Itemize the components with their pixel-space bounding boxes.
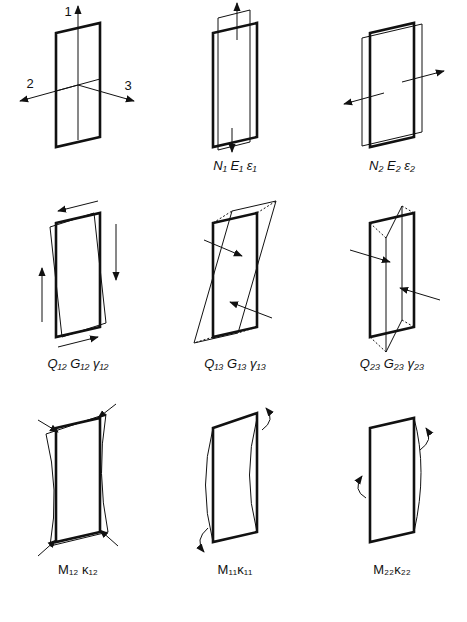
axis-number: 3: [124, 79, 131, 93]
dotted-line: [370, 223, 386, 238]
load-arrow: [204, 240, 242, 256]
panel-caption: M₁₂ κ₁₂: [58, 563, 98, 577]
axis-arrow: [78, 6, 79, 140]
sheet: [213, 213, 257, 337]
deformed-sheet: [50, 213, 106, 337]
shear-12-panel: [42, 201, 116, 347]
sheet: [56, 213, 100, 337]
dotted-line: [402, 320, 414, 327]
panel-caption: M₂₂κ₂₂: [373, 563, 411, 577]
tension-1-panel: [213, 3, 257, 152]
moment-arrow: [262, 408, 270, 430]
moment-arrow: [200, 528, 208, 552]
panel-caption: Q₁₂ G₁₂ γ₁₂: [47, 357, 108, 371]
sheet: [213, 413, 257, 542]
dotted-line: [402, 206, 414, 213]
tension-2-panel: [344, 23, 444, 147]
load-arrow: [100, 530, 118, 546]
bending-11-panel: [200, 408, 270, 552]
sheet: [370, 23, 414, 147]
dotted-line: [194, 337, 213, 343]
load-arrow: [237, 3, 238, 40]
dotted-line: [370, 337, 386, 352]
load-arrow: [230, 302, 272, 318]
panel-caption: Q₁₃ G₁₃ γ₁₃: [204, 357, 266, 371]
axis-number: 2: [26, 77, 33, 91]
load-arrow: [38, 540, 56, 556]
sheet: [370, 418, 414, 542]
deformed-sheet: [194, 201, 276, 343]
load-arrow: [232, 128, 233, 152]
load-arrow: [38, 420, 58, 432]
sheet: [56, 418, 100, 542]
load-arrow: [350, 250, 390, 262]
load-arrow: [116, 224, 117, 280]
deformed-sheet: [362, 24, 422, 146]
deformed-sheet: [46, 414, 108, 546]
panel-caption: N₁ E₁ ε₁: [213, 159, 256, 173]
sheet: [370, 213, 414, 337]
load-arrow: [98, 404, 116, 418]
twist-panel: [38, 404, 118, 556]
load-arrow: [58, 201, 98, 211]
axes-panel: [20, 6, 134, 147]
load-arrow: [344, 93, 384, 104]
bending-22-panel: [358, 418, 429, 542]
axis-line: [78, 79, 100, 85]
sheet: [213, 23, 257, 147]
axis-number: 1: [64, 5, 71, 19]
panel-caption: M₁₁κ₁₁: [218, 563, 253, 577]
shear-23-panel: [350, 206, 440, 352]
moment-arrow: [420, 428, 429, 450]
moment-arrow: [358, 476, 366, 498]
load-arrow: [400, 288, 440, 300]
load-arrow: [42, 268, 43, 322]
dotted-line: [257, 201, 276, 213]
shear-13-panel: [194, 201, 276, 343]
load-arrow: [58, 337, 98, 347]
panel-caption: Q₂₃ G₂₃ γ₂₃: [360, 357, 424, 371]
panel-caption: N₂ E₂ ε₂: [369, 159, 415, 173]
load-arrow: [402, 71, 444, 82]
